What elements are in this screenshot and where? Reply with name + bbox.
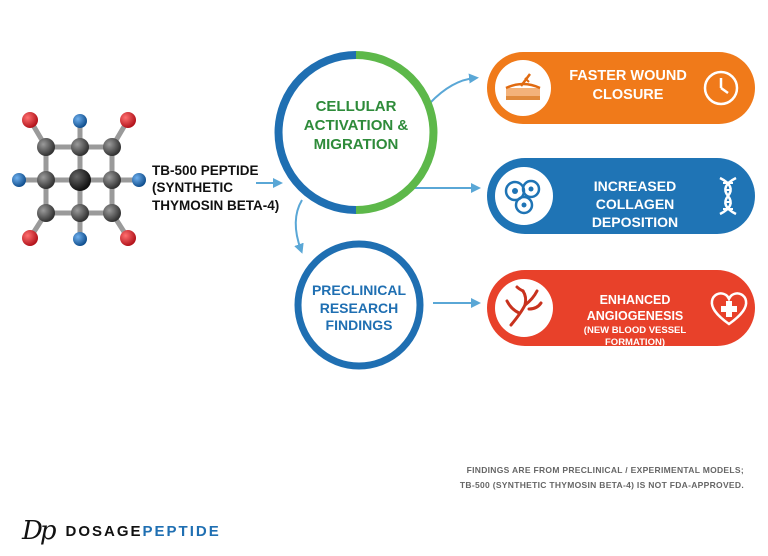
- disclaimer-line2: TB-500 (SYNTHETIC THYMOSIN BETA-4) IS NO…: [459, 479, 744, 490]
- activation-circle: [274, 51, 438, 214]
- flow-arrows: [256, 73, 481, 308]
- outcome-wound-line2: CLOSURE: [592, 86, 664, 103]
- outcome-wound-line1: FASTER WOUND: [569, 68, 687, 84]
- peptide-label-line2: (SYNTHETIC: [152, 180, 233, 196]
- outcome-collagen-line1: INCREASED COLLAGEN: [593, 178, 677, 213]
- outcome-angiogenesis-text: ENHANCED ANGIOGENESIS (NEW BLOOD VESSEL …: [555, 292, 715, 349]
- brand: Dp DOSAGE PEPTIDE: [22, 518, 221, 544]
- outcome-pill-wound-closure: FASTER WOUND CLOSURE: [487, 52, 755, 124]
- peptide-label-line1: TB-500 PEPTIDE: [152, 163, 259, 178]
- research-label: PRECLINICAL RESEARCH FINDINGS: [305, 282, 413, 335]
- outcome-collagen-text: INCREASED COLLAGEN DEPOSITION: [557, 177, 713, 232]
- molecule-icon: [12, 112, 146, 246]
- peptide-label-line3: THYMOSIN BETA-4): [152, 197, 280, 213]
- disclaimer: FINDINGS ARE FROM PRECLINICAL / EXPERIME…: [460, 463, 744, 493]
- brand-logo: Dp: [22, 516, 56, 546]
- outcome-wound-text: FASTER WOUND CLOSURE: [563, 67, 693, 105]
- research-label-line1: PRECLINICAL: [311, 282, 407, 298]
- outcome-angiogenesis-line2: (NEW BLOOD VESSEL FORMATION): [583, 324, 687, 348]
- skin-wound-icon: [495, 60, 551, 116]
- research-circle: [294, 240, 424, 370]
- disclaimer-line1: FINDINGS ARE FROM PRECLINICAL / EXPERIME…: [466, 465, 744, 475]
- dna-icon: [715, 176, 741, 221]
- blood-vessel-icon: [495, 279, 553, 337]
- outcome-pill-angiogenesis: ENHANCED ANGIOGENESIS (NEW BLOOD VESSEL …: [487, 270, 755, 349]
- research-label-line3: FINDINGS: [325, 317, 393, 333]
- outcome-collagen-line2: DEPOSITION: [591, 214, 679, 231]
- brand-name-part2: PEPTIDE: [142, 522, 221, 540]
- peptide-label: TB-500 PEPTIDE (SYNTHETIC THYMOSIN BETA-…: [152, 162, 279, 214]
- cells-icon: [495, 167, 553, 225]
- outcome-angiogenesis-line1: ENHANCED ANGIOGENESIS: [586, 293, 684, 324]
- activation-label-line1: CELLULAR: [315, 98, 397, 115]
- outcome-pill-collagen: INCREASED COLLAGEN DEPOSITION: [487, 158, 755, 234]
- activation-label: CELLULAR ACTIVATION & MIGRATION: [290, 98, 422, 154]
- activation-label-line3: MIGRATION: [313, 135, 399, 153]
- activation-label-line2: ACTIVATION &: [303, 116, 409, 134]
- clock-icon: [701, 68, 741, 113]
- research-label-line2: RESEARCH: [319, 299, 399, 316]
- brand-name-part1: DOSAGE: [65, 522, 143, 540]
- heart-plus-icon: [709, 290, 749, 333]
